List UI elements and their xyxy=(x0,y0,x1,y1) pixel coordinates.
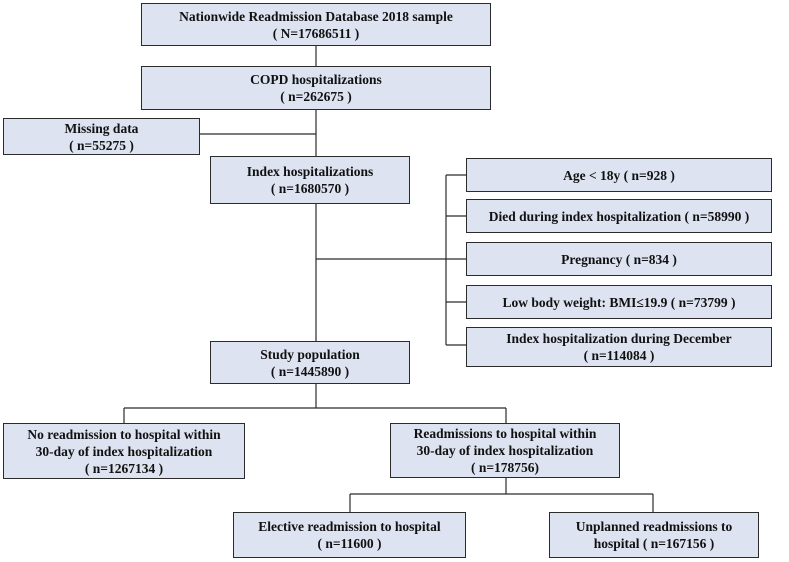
index-count: ( n=1680570 ) xyxy=(270,181,350,196)
unplanned-readmission-box: Unplanned readmissions to hospital ( n=1… xyxy=(549,512,759,558)
study-title: Study population xyxy=(260,346,360,362)
no-readmission-line1: No readmission to hospital within xyxy=(27,426,221,442)
no-readmission-count: ( n=1267134 ) xyxy=(84,460,164,476)
exclusion-age-box: Age < 18y ( n=928 ) xyxy=(466,158,772,192)
readmission-line2: 30-day of index hospitalization xyxy=(416,443,594,458)
unplanned-line1: Unplanned readmissions to xyxy=(575,519,733,534)
nrd-sample-title: Nationwide Readmission Database 2018 sam… xyxy=(179,8,453,24)
missing-data-count: ( n=55275 ) xyxy=(69,137,134,153)
missing-data-box: Missing data ( n=55275 ) xyxy=(3,118,200,155)
exclusion-december-box: Index hospitalization during December ( … xyxy=(466,327,772,367)
elective-readmission-box: Elective readmission to hospital ( n=116… xyxy=(233,512,466,558)
readmission-box: Readmissions to hospital within 30-day o… xyxy=(390,423,620,478)
exclusion-died-box: Died during index hospitalization ( n=58… xyxy=(466,199,772,233)
missing-data-title: Missing data xyxy=(64,120,139,136)
exclusion-december-text: Index hospitalization during December xyxy=(506,331,732,346)
exclusion-died-text: Died during index hospitalization ( n=58… xyxy=(488,208,750,224)
copd-count: ( n=262675 ) xyxy=(280,89,352,104)
exclusion-december-count: ( n=114084 ) xyxy=(583,348,655,363)
index-hospitalizations-box: Index hospitalizations ( n=1680570 ) xyxy=(210,156,410,204)
no-readmission-line2: 30-day of index hospitalization xyxy=(35,443,213,459)
unplanned-line2: hospital ( n=167156 ) xyxy=(593,536,715,551)
copd-title: COPD hospitalizations xyxy=(250,72,382,87)
exclusion-bmi-box: Low body weight: BMI≤19.9 ( n=73799 ) xyxy=(466,285,772,319)
study-population-box: Study population ( n=1445890 ) xyxy=(210,341,410,384)
no-readmission-box: No readmission to hospital within 30-day… xyxy=(3,423,245,479)
study-count: ( n=1445890 ) xyxy=(270,363,350,379)
copd-box: COPD hospitalizations ( n=262675 ) xyxy=(141,66,491,110)
exclusion-pregnancy-text: Pregnancy ( n=834 ) xyxy=(561,251,677,267)
index-title: Index hospitalizations xyxy=(246,164,374,179)
exclusion-pregnancy-box: Pregnancy ( n=834 ) xyxy=(466,242,772,276)
nrd-sample-count: ( N=17686511 ) xyxy=(272,25,360,41)
readmission-line1: Readmissions to hospital within xyxy=(413,426,597,441)
exclusion-age-text: Age < 18y ( n=928 ) xyxy=(563,167,675,183)
elective-count: ( n=11600 ) xyxy=(317,536,382,551)
exclusion-bmi-text: Low body weight: BMI≤19.9 ( n=73799 ) xyxy=(502,294,736,310)
nrd-sample-box: Nationwide Readmission Database 2018 sam… xyxy=(141,3,491,46)
readmission-count: ( n=178756) xyxy=(470,460,540,475)
elective-title: Elective readmission to hospital xyxy=(258,519,441,534)
